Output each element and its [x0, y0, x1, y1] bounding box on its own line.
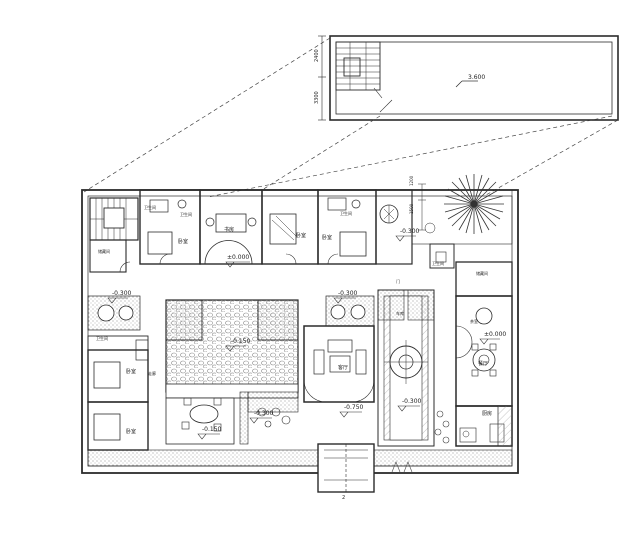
bed2-bed — [269, 213, 297, 245]
bed3-room — [317, 189, 377, 265]
study-room — [199, 189, 263, 265]
plant-symbols — [391, 410, 450, 473]
sitting-area — [165, 397, 235, 445]
bath5-room — [429, 243, 455, 269]
base-band-right — [373, 449, 513, 467]
walkway-area — [377, 289, 435, 447]
storage-room — [89, 239, 127, 273]
upper-floor-plan — [318, 35, 619, 121]
level-triangles — [107, 235, 500, 440]
top-row-rooms — [89, 189, 413, 273]
upper-level-label: 3.600 — [468, 74, 485, 81]
right-rooms — [411, 189, 513, 447]
tea-room — [375, 189, 413, 265]
bed1-bed — [147, 231, 173, 255]
axis-mark: 2 — [342, 495, 345, 501]
upper-outline — [329, 35, 619, 121]
right-walkway — [377, 289, 435, 447]
bed3-bed — [339, 231, 367, 257]
dining-room — [455, 295, 513, 407]
upper-stair-landing — [343, 57, 361, 77]
projection-lines — [83, 37, 619, 198]
upper-dim-bottom: 3300 — [314, 91, 320, 104]
study-desk — [215, 213, 247, 233]
bed5-bed — [93, 413, 121, 441]
sitting-table — [189, 404, 219, 424]
bed4-bed — [93, 361, 121, 389]
door-swings-top — [119, 253, 339, 273]
bath3-room — [87, 335, 149, 351]
bath1-fixtures — [149, 199, 169, 213]
upper-stair-treads — [336, 42, 380, 90]
base-band-left — [87, 449, 319, 467]
left-column-rooms — [87, 295, 149, 451]
bed5-room — [87, 401, 149, 451]
court-planter-right — [257, 299, 299, 341]
upper-dim-top: 2400 — [314, 49, 320, 62]
tea-table-2 — [475, 307, 493, 325]
bed4-room — [87, 349, 149, 403]
right-dims — [418, 183, 436, 234]
living-hall — [303, 295, 375, 403]
storage2-room — [455, 261, 513, 297]
tree-symbol — [444, 174, 504, 234]
study-bay-arc — [204, 240, 253, 265]
living-room — [303, 325, 375, 403]
bed1-room — [139, 189, 201, 265]
living-table — [329, 355, 351, 373]
central-courtyard — [165, 299, 299, 445]
court-planter-left — [165, 299, 203, 341]
dining-table — [472, 348, 496, 372]
